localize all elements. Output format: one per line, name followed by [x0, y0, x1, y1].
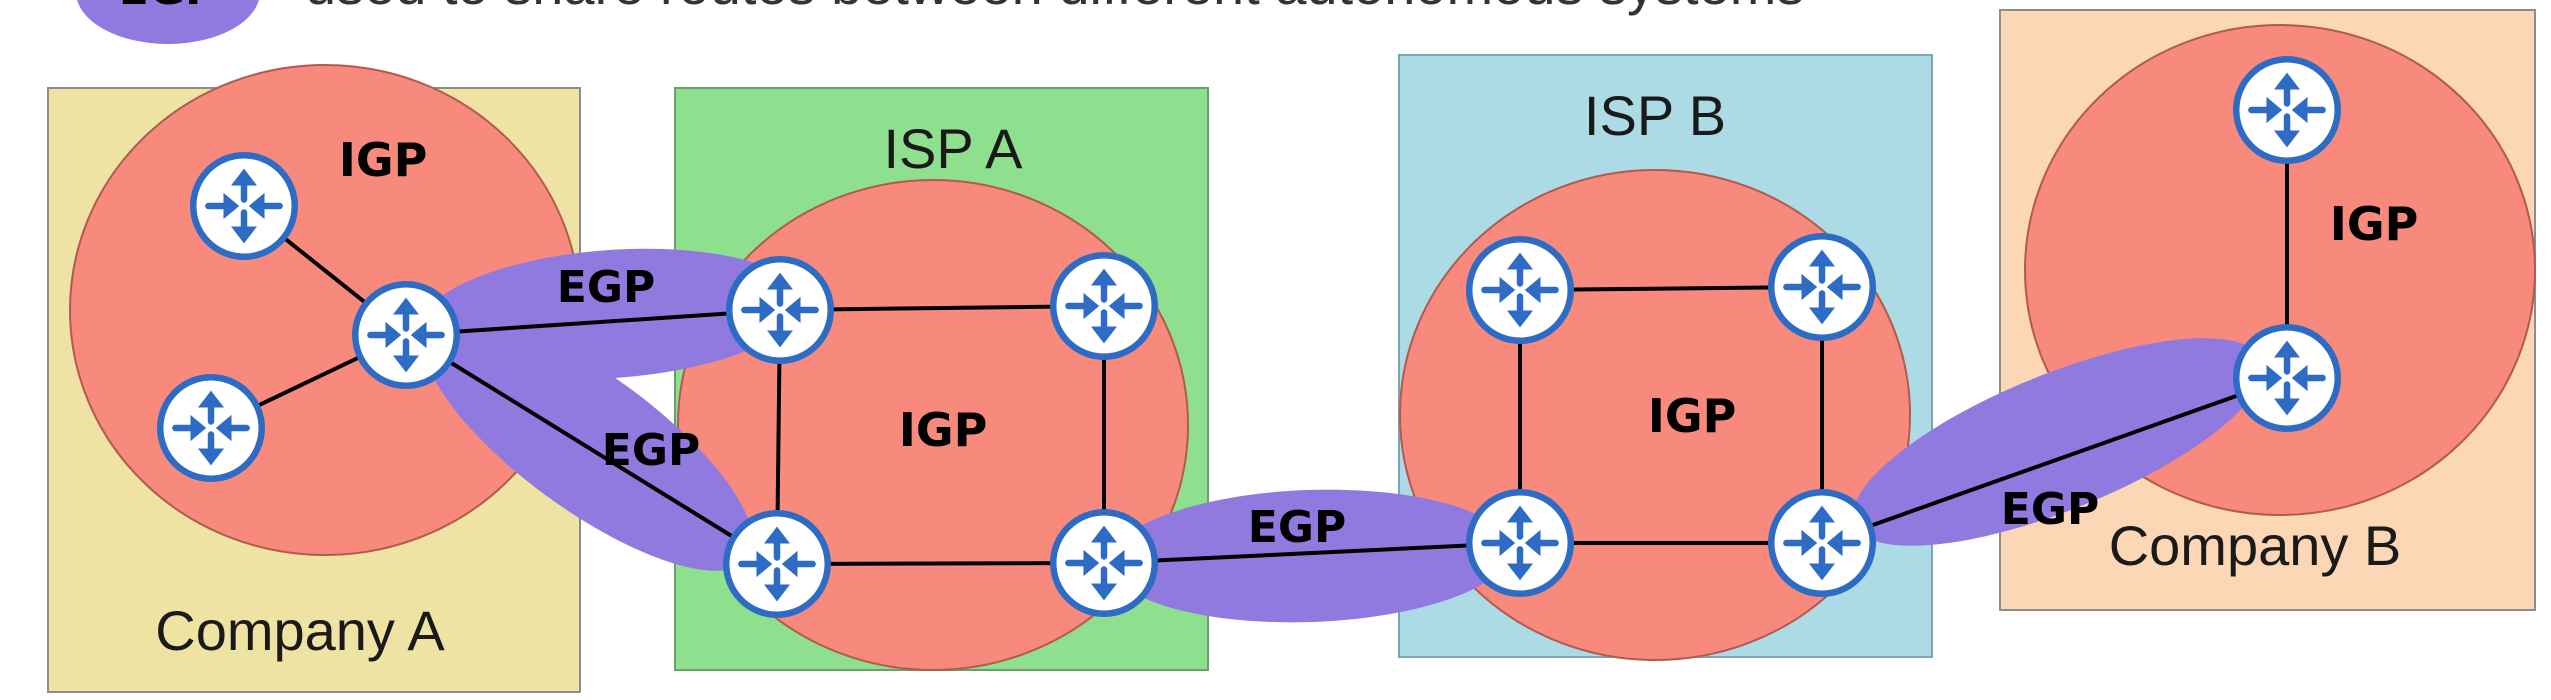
egp-label-ca-ia-bottom: EGP: [602, 425, 700, 476]
router-icon: [160, 377, 262, 479]
egp-session-ia-ib: [1110, 489, 1510, 623]
zone-title-isp-a: ISP A: [883, 117, 1023, 180]
egp-label-ia-ib: EGP: [1248, 502, 1346, 553]
router-icon: [193, 155, 295, 257]
legend: EGP used to share routes between differe…: [77, 0, 1804, 44]
zone-title-isp-b: ISP B: [1584, 84, 1726, 147]
legend-caption: used to share routes between different a…: [305, 0, 1804, 16]
igp-label-isp-a: IGP: [899, 403, 988, 457]
link-ia-bottom-left-ia-bottom-right: [776, 561, 1105, 566]
igp-label-isp-b: IGP: [1648, 389, 1737, 443]
router-icon: [1771, 236, 1873, 338]
router-icon: [1053, 512, 1155, 614]
router-icon: [1469, 492, 1571, 594]
link-ca-hub-ia-bottom-left: [404, 333, 779, 566]
router-icon: [2236, 59, 2338, 161]
legend-badge-label: EGP: [119, 0, 217, 15]
link-ia-bottom-right-ib-bottom-left: [1103, 541, 1521, 565]
router-icon: [2236, 327, 2338, 429]
link-ca-hub-ia-top-left: [405, 308, 781, 337]
router-icon: [355, 284, 457, 386]
link-ia-top-left-ia-top-right: [779, 304, 1105, 312]
zone-title-company-b: Company B: [2109, 514, 2402, 577]
link-ib-bottom-right-cb-bottom: [1821, 376, 2288, 545]
router-icon: [726, 513, 828, 615]
router-icon: [1053, 255, 1155, 357]
egp-label-ib-cb: EGP: [2001, 484, 2099, 535]
zone-title-company-a: Company A: [155, 599, 445, 662]
igp-label-company-b: IGP: [2330, 197, 2419, 251]
legend-egp-badge: [77, 0, 259, 44]
router-icon: [1469, 239, 1571, 341]
igp-label-company-a: IGP: [339, 133, 428, 187]
router-icon: [729, 259, 831, 361]
router-icon: [1771, 492, 1873, 594]
egp-label-ca-ia-top: EGP: [557, 262, 655, 313]
egp-session-ca-ia-bottom: [422, 313, 754, 571]
